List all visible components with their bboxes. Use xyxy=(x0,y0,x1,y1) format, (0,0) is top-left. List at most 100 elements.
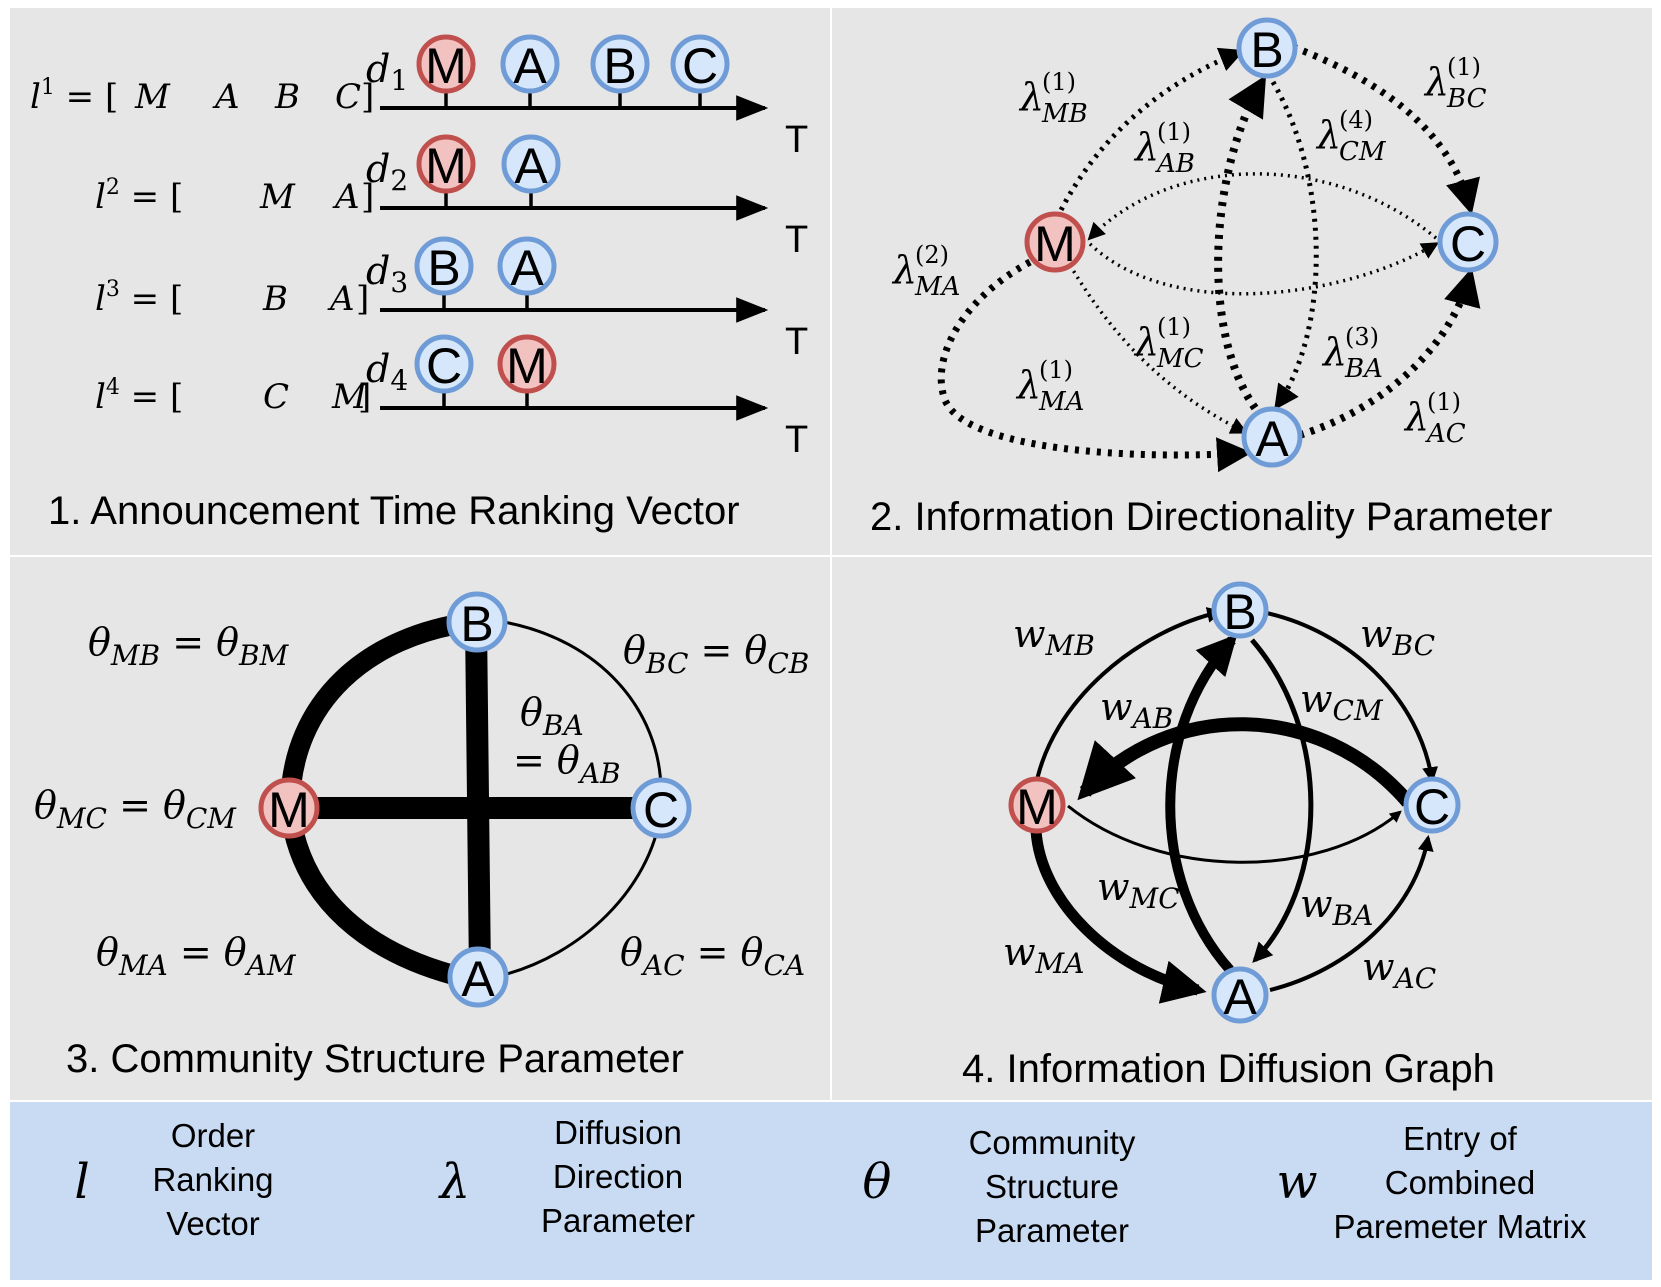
event-node-b: B xyxy=(590,34,650,94)
arrow-w-bc xyxy=(1261,610,1439,784)
lambda-subscript: MB xyxy=(1041,99,1088,129)
theta-equation: θBC = θCB xyxy=(623,628,809,680)
document-label: d1 xyxy=(366,47,408,97)
panel-2-title: 2. Information Directionality Parameter xyxy=(870,495,1553,539)
legend-background xyxy=(10,1102,1652,1280)
w-label-cm: wCM xyxy=(1300,677,1384,727)
node-m: M xyxy=(1008,776,1066,835)
panel-1-title: 1. Announcement Time Ranking Vector xyxy=(48,489,740,533)
node-b: B xyxy=(1236,17,1298,79)
theta-label-bc: θBC = θCB xyxy=(623,628,809,680)
edge-a-to-c xyxy=(1298,267,1481,439)
lambda-superscript: (1) xyxy=(1039,356,1073,384)
node-c: C xyxy=(1437,211,1499,273)
event-node-a-label: A xyxy=(510,240,544,296)
edge-m-to-a-direct xyxy=(1068,264,1249,434)
node-m-label: M xyxy=(268,782,310,838)
node-b-label: B xyxy=(1223,584,1256,640)
theta-label-ma: θMA = θAM xyxy=(96,930,297,982)
arrow-w-mb xyxy=(1033,607,1224,791)
event-node-m: M xyxy=(416,134,476,194)
node-m-label: M xyxy=(1034,216,1076,272)
event-node-m: M xyxy=(416,34,476,94)
event-node-c-circle xyxy=(414,334,474,394)
lambda-superscript: (4) xyxy=(1339,106,1373,134)
node-c-label: C xyxy=(643,782,679,838)
ranking-vector-label: l3 = [ xyxy=(95,277,183,319)
node-a-circle xyxy=(1211,966,1269,1024)
lambda-label-ac: λ(1)AC xyxy=(1403,388,1466,449)
arrow-w-ba xyxy=(1250,638,1314,963)
legend-description-line: Structure xyxy=(985,1168,1119,1205)
lambda-subscript: MA xyxy=(914,272,960,302)
ranking-vector-bracket: ] xyxy=(356,279,369,319)
theta-left: θBA xyxy=(520,690,584,742)
arrow-w-cm xyxy=(1077,717,1414,807)
panel-4-title: 4. Information Diffusion Graph xyxy=(962,1047,1495,1091)
edge-theta-ma xyxy=(280,808,468,988)
ranking-vector-item: B xyxy=(262,279,288,319)
event-node-b-label: B xyxy=(603,38,636,94)
lambda-symbol: λ xyxy=(1423,60,1449,104)
node-b-label: B xyxy=(460,596,493,652)
lambda-symbol: λ xyxy=(1018,75,1044,119)
theta-right: = θAB xyxy=(513,738,621,790)
node-a-circle xyxy=(447,946,509,1008)
ranking-vector-item: A xyxy=(327,279,355,319)
event-node-a-circle xyxy=(501,134,561,194)
arrow-w-mc xyxy=(1067,804,1402,864)
theta-label-ba: θBA= θAB xyxy=(513,690,621,790)
ranking-vector-item: M xyxy=(259,177,296,217)
node-b: B xyxy=(1211,581,1269,640)
node-c: C xyxy=(630,777,692,839)
theta-equation: θMA = θAM xyxy=(96,930,297,982)
event-node-c-circle xyxy=(670,34,730,94)
event-node-b-circle xyxy=(414,236,474,296)
edge-m-to-a-loop xyxy=(937,258,1252,473)
node-c-circle xyxy=(1403,776,1461,834)
lambda-label-ma: λ(1)MA xyxy=(1015,356,1084,417)
node-b-label: B xyxy=(1250,22,1283,78)
time-axis-label: T xyxy=(785,419,808,461)
node-b-circle xyxy=(446,591,508,653)
edge-c-to-m xyxy=(1087,172,1438,241)
w-label-ab: wAB xyxy=(1100,685,1173,735)
node-c-circle xyxy=(630,777,692,839)
lambda-label-mb: λ(1)MB xyxy=(1018,68,1088,129)
node-m: M xyxy=(258,777,320,839)
theta-equation: θMC = θCM xyxy=(34,783,237,835)
event-node-c: C xyxy=(414,334,474,394)
lambda-label-bc: λ(1)BC xyxy=(1423,53,1487,114)
legend: lOrderRankingVectorλDiffusionDirectionPa… xyxy=(74,1114,1587,1249)
lambda-symbol: λ xyxy=(1321,330,1347,374)
node-c-label: C xyxy=(1450,216,1486,272)
lambda-subscript: AB xyxy=(1155,149,1195,179)
time-axis-label: T xyxy=(785,119,808,161)
node-c-circle xyxy=(1437,211,1499,273)
lambda-subscript: MC xyxy=(1156,344,1204,374)
event-node-c-label: C xyxy=(682,38,718,94)
w-label-ac: wAC xyxy=(1362,945,1436,995)
lambda-symbol: λ xyxy=(1133,125,1159,169)
legend-symbol: w xyxy=(1276,1154,1317,1210)
event-node-a-label: A xyxy=(513,38,547,94)
lambda-superscript: (2) xyxy=(915,241,949,269)
legend-description-line: Ranking xyxy=(152,1161,273,1198)
node-m-label: M xyxy=(1016,779,1058,835)
legend-description-line: Diffusion xyxy=(554,1114,682,1151)
time-axis-label: T xyxy=(785,321,808,363)
ranking-vector-item: C xyxy=(263,377,289,417)
node-m: M xyxy=(1024,211,1086,273)
ranking-vector-item: A xyxy=(212,77,240,117)
event-node-c: C xyxy=(670,34,730,94)
event-node-m-circle xyxy=(497,334,557,394)
ranking-vector-label: l4 = [ xyxy=(95,375,183,417)
event-node-m-circle xyxy=(416,34,476,94)
